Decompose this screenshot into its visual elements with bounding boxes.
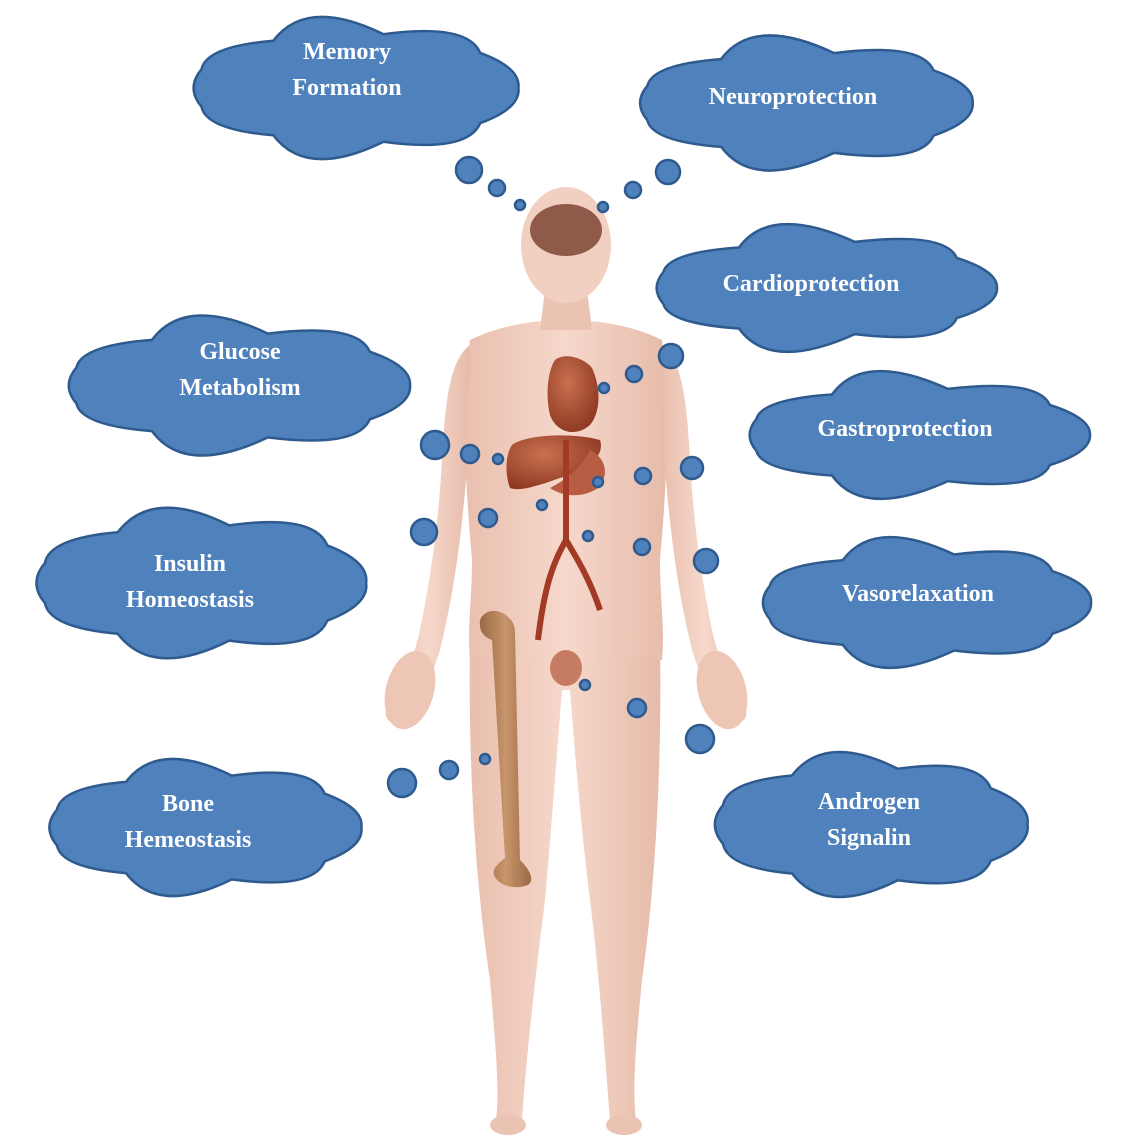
thought-bubble [421,431,449,459]
callout-gastroprotection: Gastroprotection [817,411,992,447]
callout-line: Memory [292,34,401,70]
callout-cardioprotection: Cardioprotection [723,266,900,302]
callout-bone-hemeostasis: Bone Hemeostasis [125,786,252,858]
heart-organ [548,356,599,432]
thought-bubble [681,457,703,479]
callout-line: Neuroprotection [709,79,877,115]
thought-bubble [515,200,525,210]
testes-organ [550,650,582,686]
callout-line: Glucose [179,334,300,370]
callout-line: Hemeostasis [125,822,252,858]
callout-line: Cardioprotection [723,266,900,302]
thought-bubble [461,445,479,463]
callout-line: Signalin [818,820,920,856]
callout-line: Formation [292,70,401,106]
callout-glucose-metabolism: Glucose Metabolism [179,334,300,406]
thought-bubble [635,468,651,484]
thought-bubble [456,157,482,183]
thought-bubble [388,769,416,797]
thought-bubble [625,182,641,198]
thought-bubble [593,477,603,487]
callout-androgen-signalin: Androgen Signalin [818,784,920,856]
thought-bubble [537,500,547,510]
callout-neuroprotection: Neuroprotection [709,79,877,115]
thought-bubble [580,680,590,690]
thought-bubble [411,519,437,545]
thought-bubble [686,725,714,753]
callout-vasorelaxation: Vasorelaxation [842,576,994,612]
callout-line: Homeostasis [126,582,254,618]
thought-bubble [493,454,503,464]
callout-line: Metabolism [179,370,300,406]
thought-bubble [659,344,683,368]
callout-line: Gastroprotection [817,411,992,447]
callout-line: Androgen [818,784,920,820]
callout-line: Bone [125,786,252,822]
thought-bubble [489,180,505,196]
thought-bubble [634,539,650,555]
thought-bubble [626,366,642,382]
thought-bubble [583,531,593,541]
thought-bubble [599,383,609,393]
thought-bubble [598,202,608,212]
callout-insulin-homeostasis: Insulin Homeostasis [126,546,254,618]
thought-bubble [694,549,718,573]
callout-line: Vasorelaxation [842,576,994,612]
thought-bubble [656,160,680,184]
thought-bubble [440,761,458,779]
thought-bubble [480,754,490,764]
thought-bubble [628,699,646,717]
brain-organ [530,204,602,256]
callout-memory-formation: Memory Formation [292,34,401,106]
thought-bubble [479,509,497,527]
callout-line: Insulin [126,546,254,582]
